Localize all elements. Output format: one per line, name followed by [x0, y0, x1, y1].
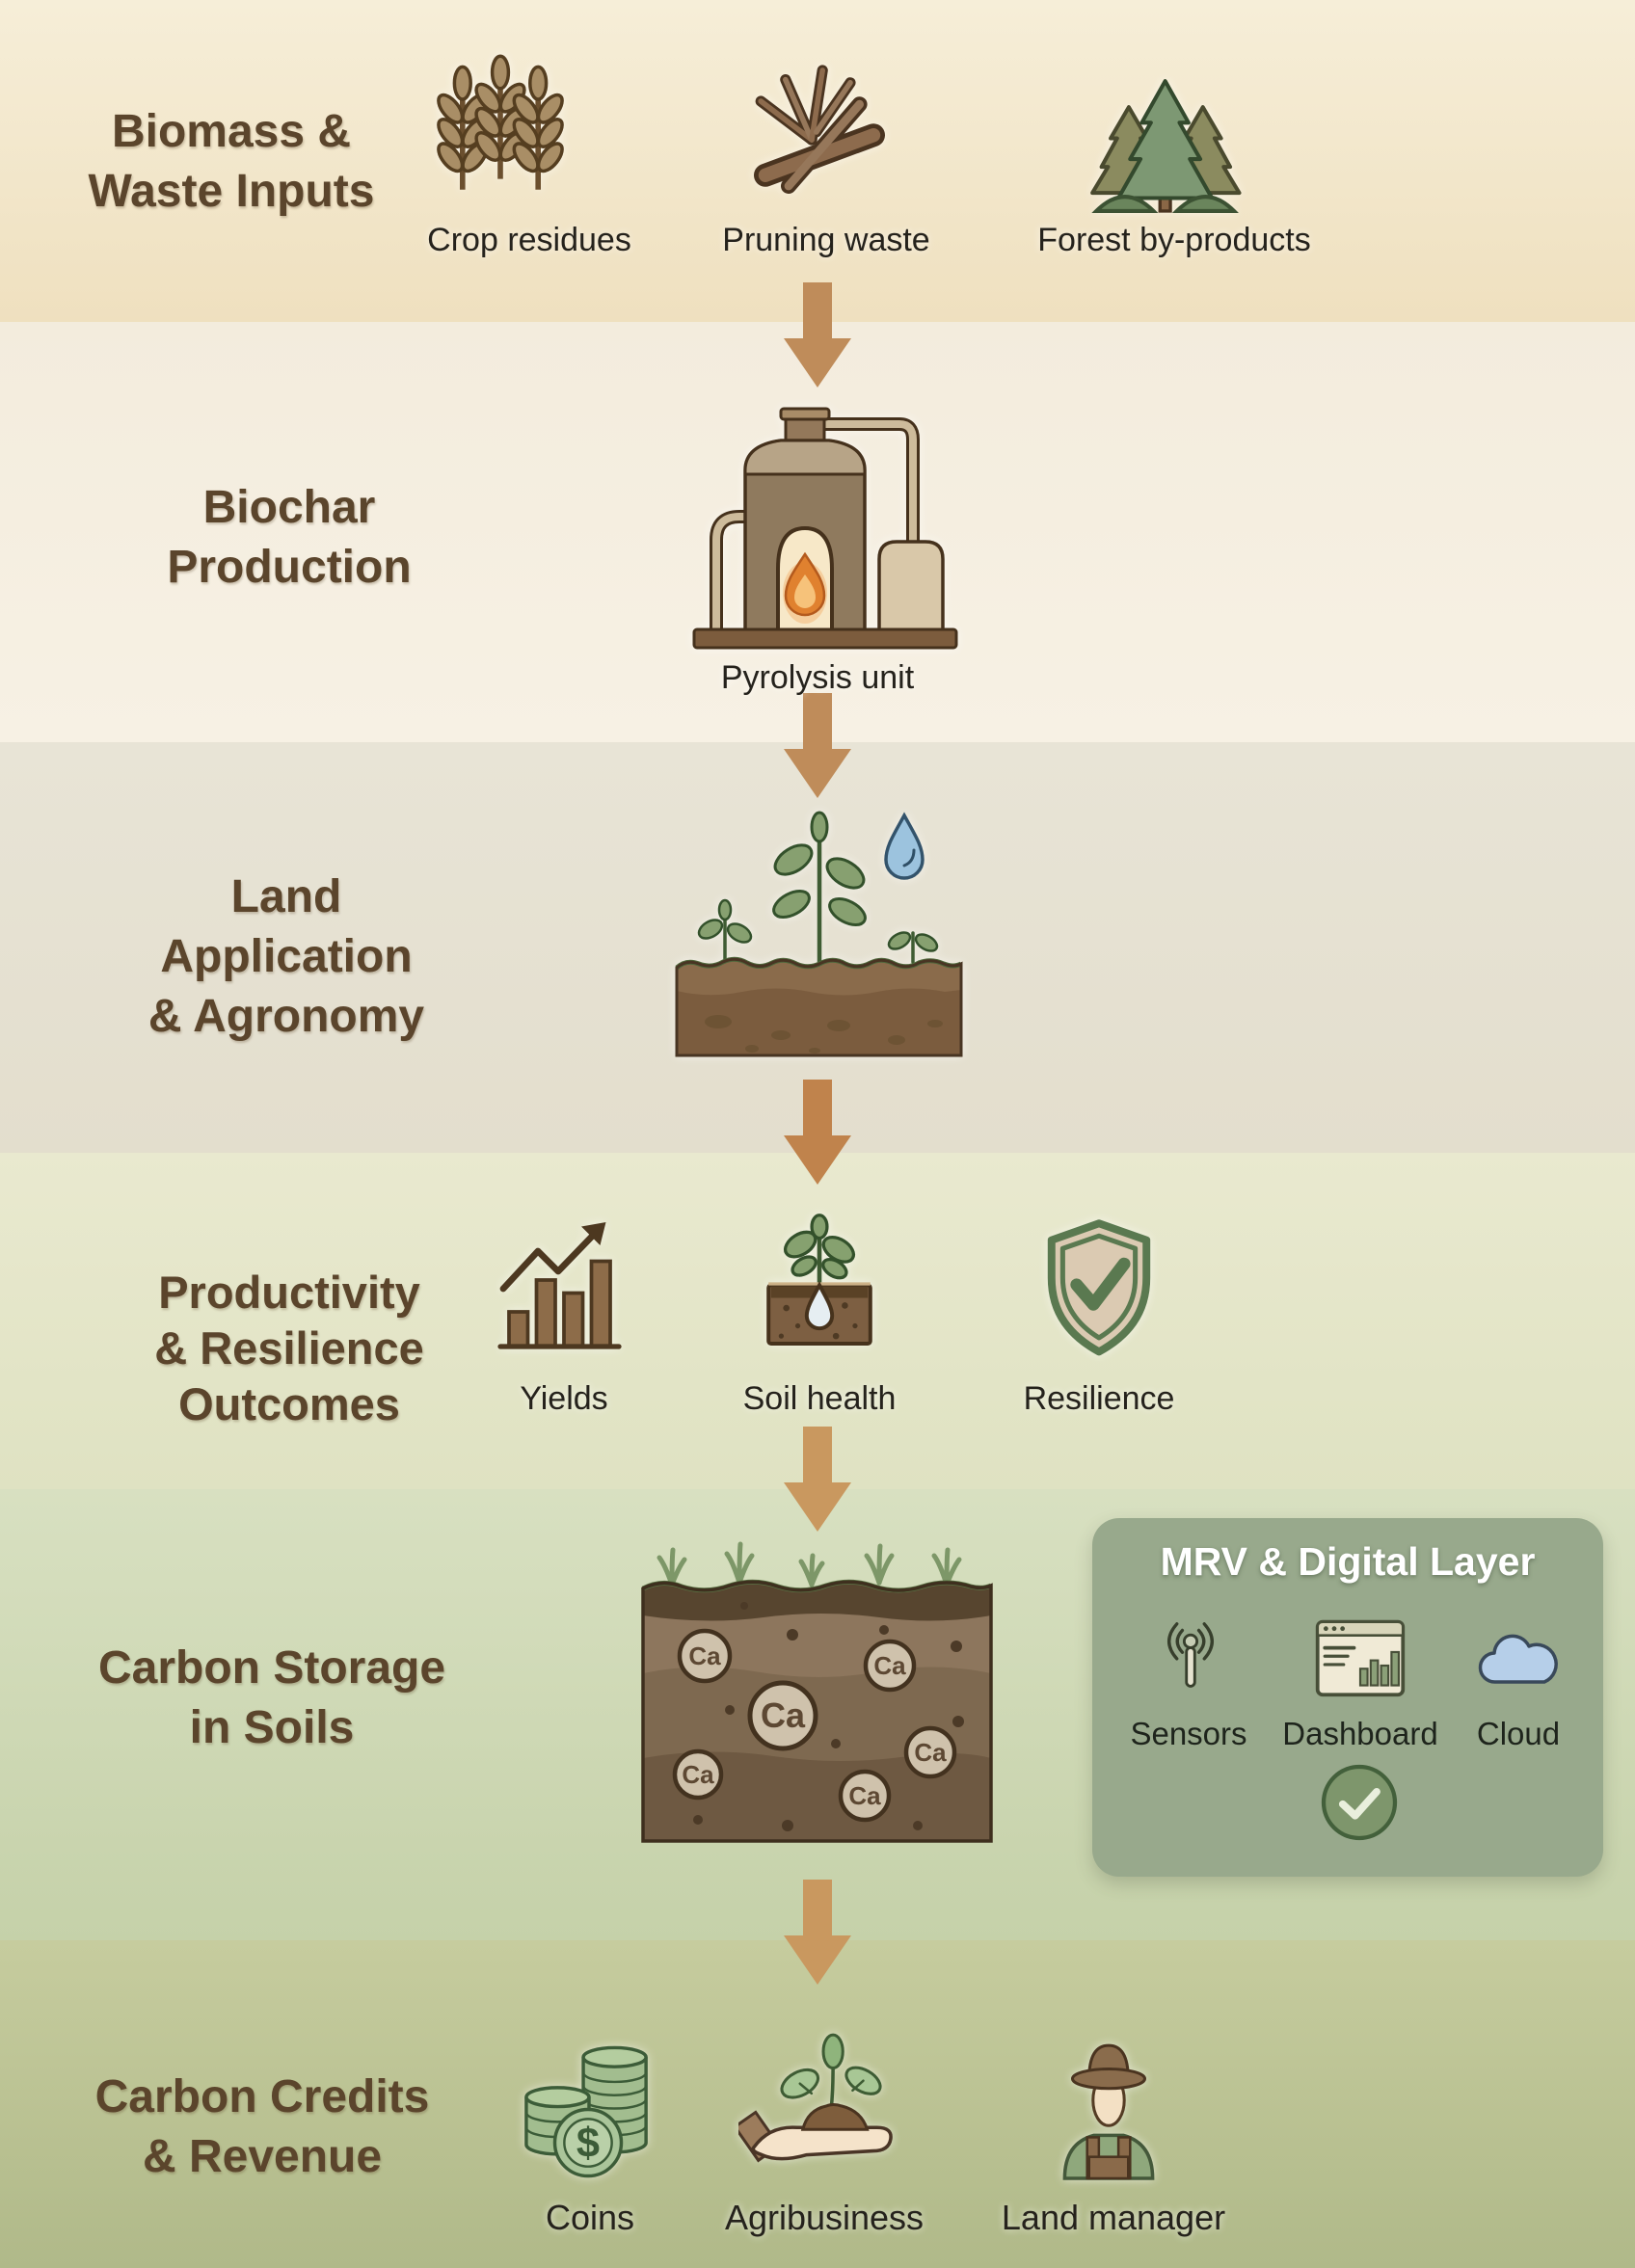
carbon-marker: Ca: [682, 1760, 714, 1789]
flow-arrow-icon: [784, 282, 851, 387]
carbon-marker: Ca: [761, 1695, 806, 1735]
carbon-marker: Ca: [688, 1641, 721, 1670]
title-line: Outcomes: [178, 1378, 400, 1429]
hand-sprout-icon: [738, 2033, 893, 2163]
item-label: Agribusiness: [724, 2198, 925, 2237]
farmer-icon: [1062, 2043, 1155, 2180]
title-line: Biomass &: [111, 106, 352, 157]
title-line: & Revenue: [142, 2131, 383, 2182]
stage-title-carbon-storage: Carbon Storage in Soils: [98, 1639, 445, 1758]
item-label: Resilience: [1023, 1380, 1175, 1417]
soil-health-icon: [766, 1214, 872, 1347]
flow-arrow-icon: [784, 1427, 851, 1532]
item-label: Crop residues: [427, 222, 631, 258]
item-label: Yields: [520, 1380, 608, 1417]
item-label: Pruning waste: [722, 222, 930, 258]
antenna-icon: [1167, 1622, 1214, 1688]
soil-plants-water-icon: [675, 811, 963, 1057]
flow-arrow-icon: [784, 693, 851, 798]
pyrolysis-kiln-icon: [692, 407, 958, 650]
bar-chart-growth-icon: [497, 1222, 622, 1349]
flow-arrow-icon: [784, 1080, 851, 1185]
cloud-icon: [1478, 1634, 1558, 1684]
title-line: Biochar: [202, 482, 376, 533]
carbon-marker: Ca: [873, 1651, 906, 1680]
panel-item-label: Sensors: [1130, 1716, 1247, 1751]
item-label: Soil health: [742, 1380, 897, 1417]
shield-check-icon: [1047, 1219, 1151, 1356]
stage-title-land-application: Land Application & Agronomy: [148, 867, 424, 1047]
item-label: Land manager: [1001, 2198, 1226, 2237]
title-line: Carbon Credits: [94, 2071, 430, 2122]
panel-item-label: Dashboard: [1282, 1716, 1438, 1751]
title-line: Application: [160, 931, 413, 982]
mrv-digital-layer-panel: MRV & Digital Layer: [1092, 1518, 1603, 1877]
panel-title: MRV & Digital Layer: [1160, 1539, 1536, 1584]
pine-trees-icon: [1090, 79, 1242, 213]
check-circle-icon: [1321, 1764, 1398, 1841]
title-line: Waste Inputs: [88, 166, 375, 217]
soil-profile-carbon-icon: Ca Ca Ca Ca Ca Ca: [641, 1541, 993, 1843]
title-line: Carbon Storage: [97, 1642, 446, 1694]
branches-icon: [754, 65, 885, 194]
carbon-marker: Ca: [848, 1781, 881, 1810]
item-label: Forest by-products: [1037, 222, 1311, 258]
flow-arrow-icon: [784, 1880, 851, 1985]
panel-item-label: Cloud: [1476, 1716, 1561, 1751]
coins-icon: $: [524, 2045, 648, 2178]
stage-title-biomass: Biomass & Waste Inputs: [89, 102, 375, 222]
band-carbon-credits: [0, 1940, 1635, 2268]
title-line: & Resilience: [154, 1322, 424, 1374]
stage-title-productivity: Productivity & Resilience Outcomes: [154, 1265, 424, 1432]
wheat-icon: [433, 52, 568, 214]
title-line: & Agronomy: [147, 991, 425, 1042]
title-line: Productivity: [158, 1267, 420, 1318]
carbon-marker: Ca: [914, 1738, 947, 1767]
stage-title-biochar: Biochar Production: [167, 478, 411, 598]
item-label: Pyrolysis unit: [720, 659, 915, 696]
title-line: in Soils: [189, 1702, 355, 1753]
item-label: Coins: [545, 2198, 635, 2237]
dashboard-icon: [1315, 1619, 1406, 1697]
stage-title-carbon-credits: Carbon Credits & Revenue: [95, 2068, 430, 2187]
title-line: Production: [167, 542, 412, 593]
title-line: Land: [230, 871, 342, 922]
dollar-symbol: $: [576, 2121, 600, 2167]
